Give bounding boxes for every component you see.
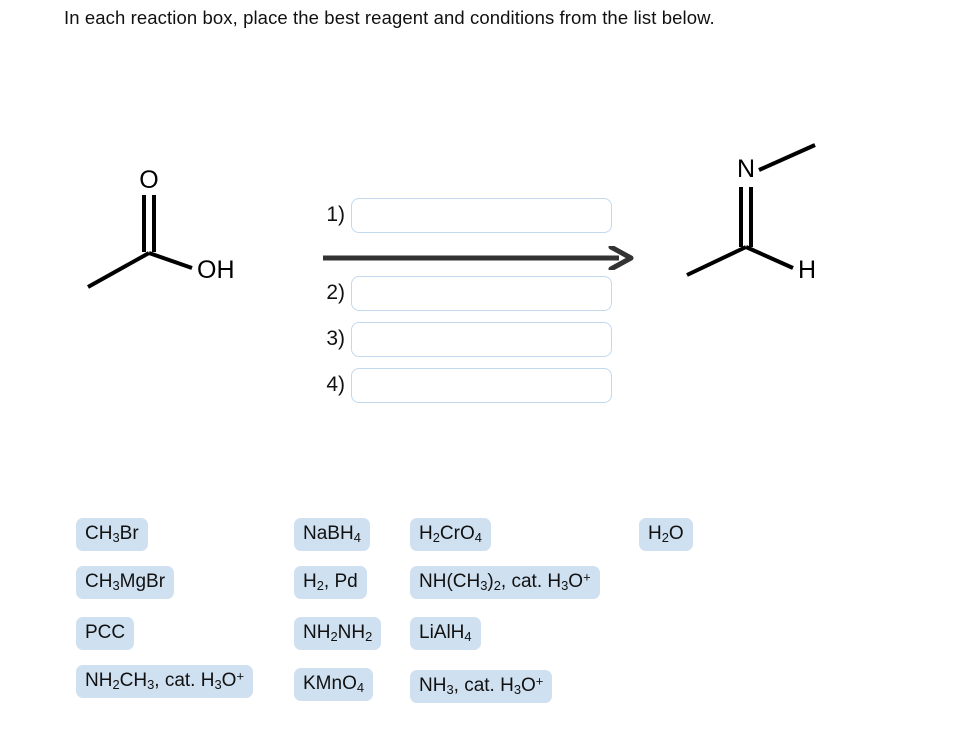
reaction-dropzone-4[interactable] xyxy=(351,367,612,403)
hydroxyl-label: OH xyxy=(197,256,235,284)
carbonyl-oxygen-label: O xyxy=(139,166,158,194)
c-o-bond xyxy=(148,251,193,270)
reagent-tag[interactable]: H2O xyxy=(639,518,693,551)
slot-label-1: 1) xyxy=(326,203,345,226)
reaction-scheme: 1) 2) 3) 4) xyxy=(305,196,635,421)
reagent-tag[interactable]: NaBH4 xyxy=(294,518,370,551)
reactant-structure-acetic-acid: O OH xyxy=(60,140,280,305)
slot-label-2: 2) xyxy=(326,281,345,304)
reagent-tag[interactable]: CH3MgBr xyxy=(76,566,175,599)
reagent-tag[interactable]: NH2CH3, cat. H3O+ xyxy=(76,665,253,698)
slot-label-4: 4) xyxy=(326,373,345,396)
methyl-bond xyxy=(87,251,150,289)
c-h-bond xyxy=(745,245,794,270)
reaction-slot-row-1: 1) xyxy=(305,196,612,234)
nitrogen-label: N xyxy=(737,155,755,183)
aldimine-hydrogen-label: H xyxy=(798,256,816,284)
reaction-slot-row-2: 2) xyxy=(305,274,612,312)
reagent-tag[interactable]: NH3, cat. H3O+ xyxy=(410,670,553,703)
reaction-arrow-icon xyxy=(323,246,634,270)
slot-label-3: 3) xyxy=(326,327,345,350)
reagent-tag[interactable]: H2, Pd xyxy=(294,566,367,599)
reagent-tag[interactable]: PCC xyxy=(76,617,135,650)
reagent-tag[interactable]: CH3Br xyxy=(76,518,148,551)
reagent-tag[interactable]: NH(CH3)2, cat. H3O+ xyxy=(410,566,600,599)
reaction-dropzone-3[interactable] xyxy=(351,321,612,357)
reagent-tag[interactable]: LiAlH4 xyxy=(410,617,481,650)
c-methyl-bond xyxy=(686,245,747,277)
reaction-slot-row-3: 3) xyxy=(305,320,612,358)
reaction-dropzone-2[interactable] xyxy=(351,275,612,311)
reagent-tag[interactable]: NH2NH2 xyxy=(294,617,382,650)
product-structure-imine: N H xyxy=(655,125,855,300)
reaction-dropzone-1[interactable] xyxy=(351,197,612,233)
reaction-slot-row-4: 4) xyxy=(305,366,612,404)
page-prompt: In each reaction box, place the best rea… xyxy=(64,7,715,28)
n-methyl-bond xyxy=(758,143,816,172)
reagent-tag[interactable]: KMnO4 xyxy=(294,668,374,701)
reagent-tag[interactable]: H2CrO4 xyxy=(410,518,491,551)
